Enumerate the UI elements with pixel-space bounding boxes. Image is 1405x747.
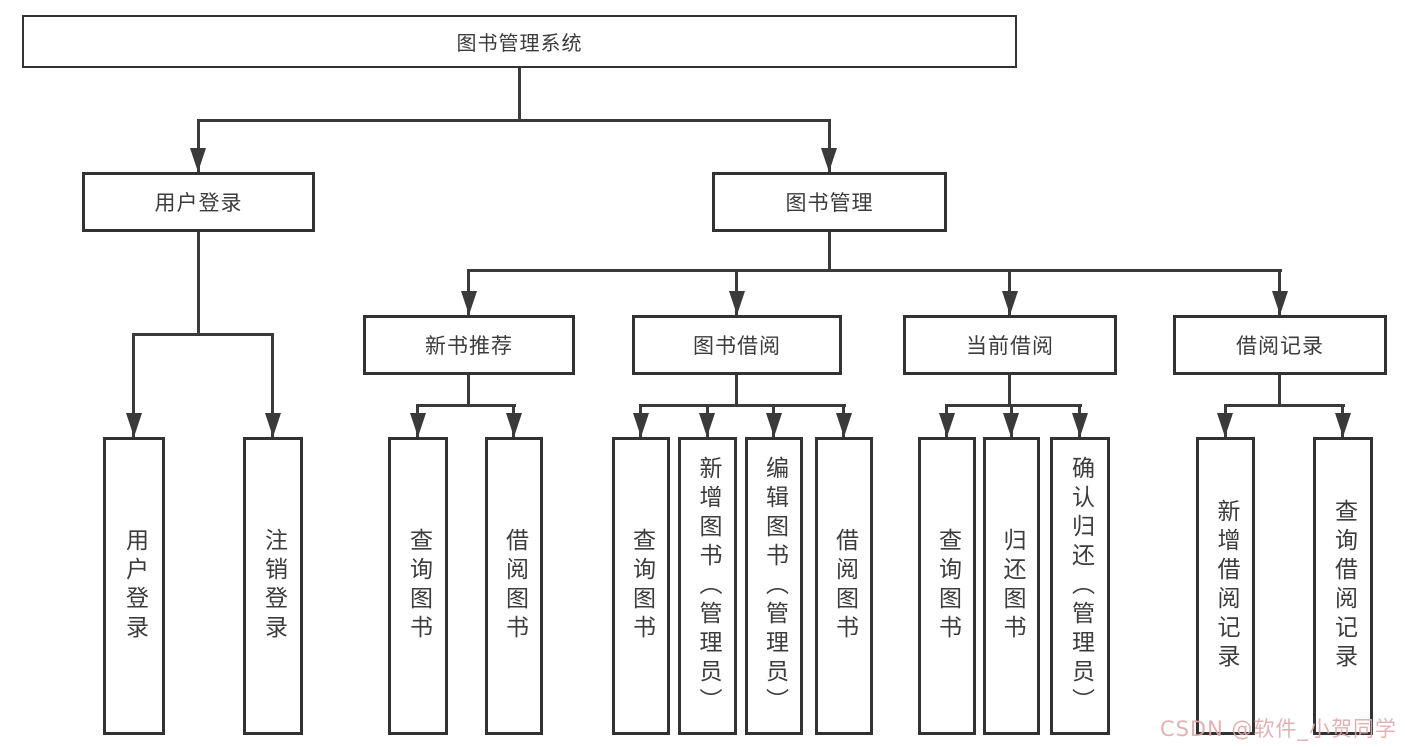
node-label: 借阅记录 [1236,334,1324,358]
connector-line [132,333,135,437]
node-label: 当前借阅 [966,334,1054,358]
node-label: 新增图书（管理员） [695,455,721,717]
leaf-query-books-current: 查询图书 [918,437,976,735]
connector-line [828,232,831,272]
node-book-borrow: 图书借阅 [632,315,842,375]
connector-line [639,404,846,407]
arrow-down-icon [836,413,852,437]
arrow-down-icon [1272,291,1288,315]
arrow-down-icon [821,148,837,172]
arrow-down-icon [939,413,955,437]
arrow-down-icon [126,413,142,437]
leaf-add-books-admin: 新增图书（管理员） [678,437,737,735]
connector-line [197,119,200,172]
connector-line [132,333,274,336]
connector-line [416,404,516,407]
connector-line [271,333,274,437]
node-label: 借阅图书 [501,528,528,644]
node-label: 归还图书 [999,528,1025,644]
leaf-borrow-books-recommend: 借阅图书 [485,437,543,735]
arrow-down-icon [1003,413,1019,437]
leaf-query-books-borrow: 查询图书 [612,437,670,735]
connector-line [467,375,470,406]
node-label: 图书管理 [785,191,874,215]
leaf-return-books: 归还图书 [983,437,1040,735]
node-label: 用户登录 [121,528,148,644]
csdn-watermark: CSDN @软件_小贺同学 [1159,717,1397,741]
arrow-down-icon [1002,291,1018,315]
arrow-down-icon [766,413,782,437]
connector-line [467,269,1282,272]
node-label: 查询借阅记录 [1330,499,1357,673]
node-label: 查询图书 [405,528,432,644]
node-book-management: 图书管理 [712,172,947,232]
leaf-confirm-return-admin: 确认归还（管理员） [1050,437,1110,735]
leaf-add-borrow-record: 新增借阅记录 [1196,437,1255,735]
connector-line [197,232,200,335]
node-label: 图书管理系统 [456,31,583,55]
node-current-borrow: 当前借阅 [903,315,1117,375]
node-label: 借阅图书 [831,528,858,644]
arrow-down-icon [633,413,649,437]
node-label: 新书推荐 [425,334,513,358]
leaf-query-borrow-record: 查询借阅记录 [1313,437,1373,735]
node-user-login: 用户登录 [82,172,315,232]
arrow-down-icon [1072,413,1088,437]
arrow-down-icon [729,291,745,315]
node-borrow-record: 借阅记录 [1173,315,1387,375]
arrow-down-icon [1335,413,1351,437]
leaf-edit-books-admin: 编辑图书（管理员） [745,437,803,735]
arrow-down-icon [190,148,206,172]
leaf-query-books-recommend: 查询图书 [388,437,448,735]
node-new-book-recommend: 新书推荐 [363,315,575,375]
node-label: 查询图书 [628,528,655,644]
connector-line [735,375,738,406]
arrow-down-icon [461,291,477,315]
leaf-user-login: 用户登录 [103,437,165,735]
leaf-borrow-books: 借阅图书 [815,437,873,735]
connector-line [1008,375,1011,406]
node-label: 用户登录 [154,191,243,215]
arrow-down-icon [699,413,715,437]
connector-line [945,404,1082,407]
node-label: 确认归还（管理员） [1067,455,1094,717]
connector-line [828,119,831,172]
node-root: 图书管理系统 [22,15,1017,68]
node-label: 图书借阅 [693,334,781,358]
connector-line [197,119,831,122]
arrow-down-icon [265,413,281,437]
arrow-down-icon [506,413,522,437]
node-label: 查询图书 [934,528,961,644]
arrow-down-icon [410,413,426,437]
connector-line [518,68,521,121]
connector-line [1278,375,1281,406]
node-label: 新增借阅记录 [1213,499,1239,673]
leaf-logout: 注销登录 [243,437,303,735]
node-label: 注销登录 [260,528,287,644]
node-label: 编辑图书（管理员） [761,455,788,717]
connector-line [1224,404,1345,407]
arrow-down-icon [1217,413,1233,437]
